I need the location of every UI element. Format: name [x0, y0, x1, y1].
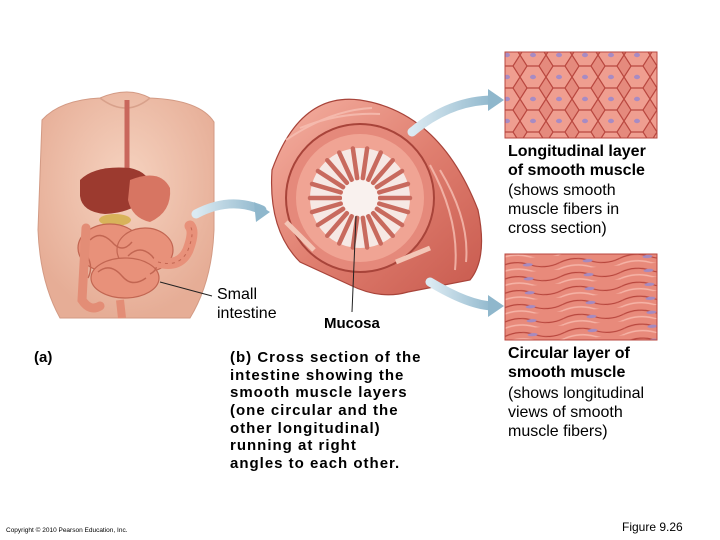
- small-intestine-leader: [159, 281, 213, 297]
- mucosa-fold: [360, 146, 370, 181]
- mucosa-fold: [370, 210, 395, 239]
- torso-illustration: [37, 91, 215, 319]
- mucosa-fold: [309, 201, 344, 215]
- arrow-to-circular-icon: [488, 295, 504, 317]
- mucosa-fold: [376, 181, 411, 195]
- mucosa-leader: [351, 215, 357, 313]
- mucosa-fold: [315, 168, 346, 190]
- mucosa-fold: [376, 201, 411, 215]
- circular-layer-description: (shows longitudinal views of smooth musc…: [508, 385, 645, 440]
- longitudinal-layer-title: Longitudinal layer of smooth muscle: [508, 143, 646, 179]
- figure-number: Figure 9.26: [622, 520, 683, 534]
- mucosa-label: Mucosa: [324, 315, 380, 332]
- mucosa-fold: [374, 206, 405, 228]
- longitudinal-layer-micrograph: [504, 51, 658, 139]
- mucosa-fold: [325, 210, 350, 239]
- arrow-to-section-icon: [254, 202, 270, 222]
- circular-layer-title: Circular layer of smooth muscle: [508, 345, 630, 381]
- circular-layer-micrograph: [504, 253, 658, 341]
- mucosa-fold: [325, 157, 350, 186]
- small-intestine-label: Small intestine: [217, 286, 277, 322]
- mucosa-fold: [374, 168, 405, 190]
- mucosa-fold: [366, 150, 384, 183]
- mucosa-fold: [370, 157, 395, 186]
- mucosa-fold: [366, 213, 384, 246]
- mucosa-fold: [336, 150, 354, 183]
- mucosa-fold: [350, 146, 360, 181]
- mucosa-fold: [360, 215, 370, 250]
- panel-a-label: (a): [34, 349, 53, 366]
- mucosa-fold: [309, 181, 344, 195]
- arrow-to-longitudinal-icon: [488, 89, 504, 111]
- mucosa-fold: [336, 213, 354, 246]
- intestine-cross-section: [270, 98, 483, 296]
- copyright-notice: Copyright © 2010 Pearson Education, Inc.: [6, 527, 128, 534]
- longitudinal-layer-description: (shows smooth muscle fibers in cross sec…: [508, 182, 620, 237]
- mucosa-folds: [307, 146, 413, 250]
- panel-b-caption: (b) Cross section of the intestine showi…: [230, 349, 422, 473]
- mucosa-fold: [315, 206, 346, 228]
